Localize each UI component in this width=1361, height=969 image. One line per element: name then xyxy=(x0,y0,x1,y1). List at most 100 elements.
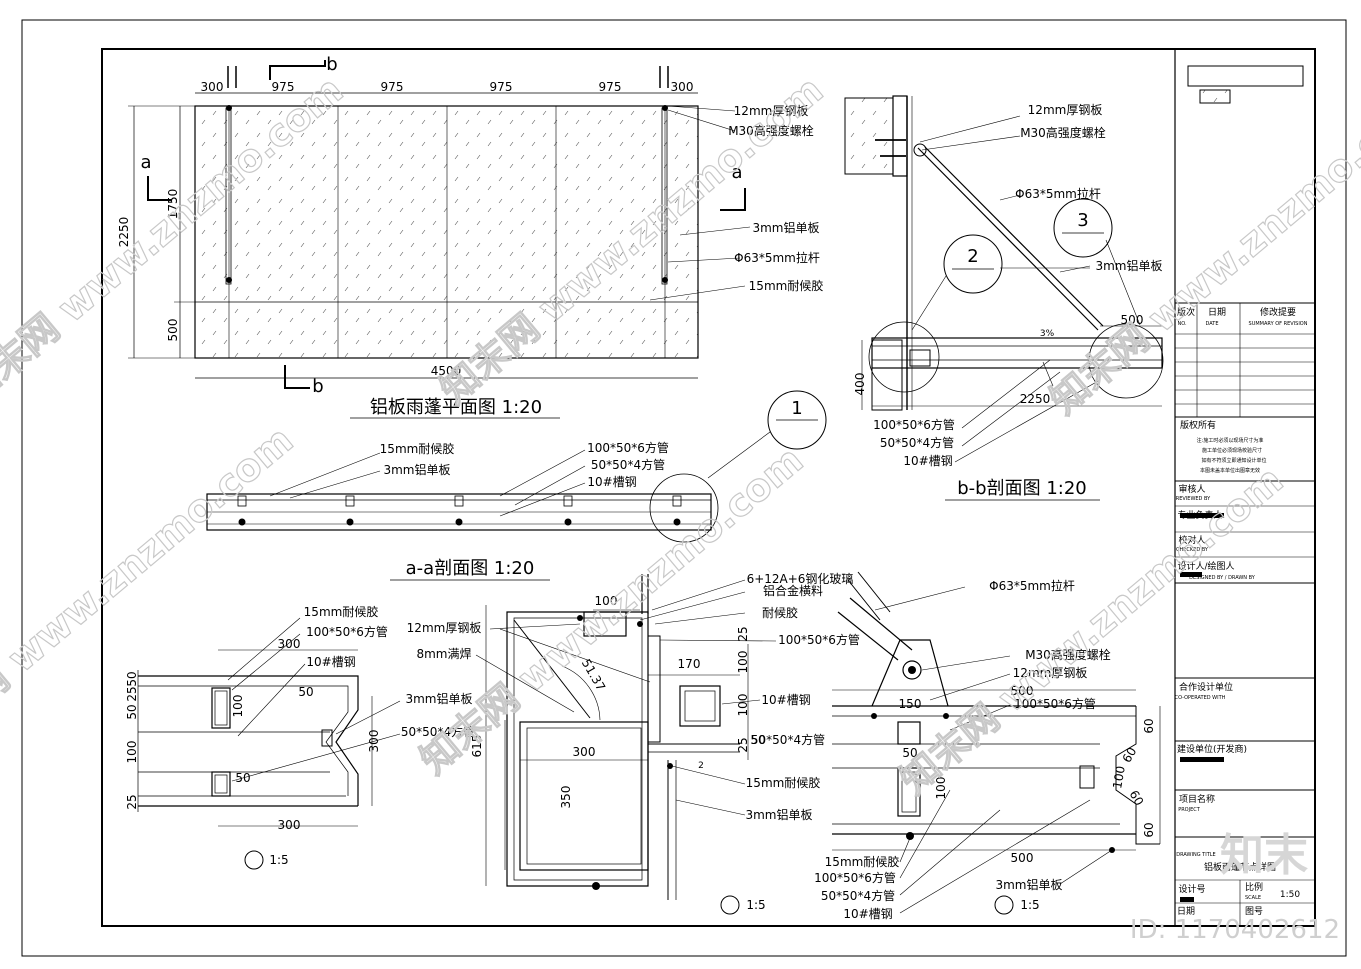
tb-note-1: 注:施工时必须以现场尺寸为准 xyxy=(1197,437,1264,444)
section-aa-title: a-a剖面图 1:20 xyxy=(406,558,535,579)
d1-dim-100: 100 xyxy=(125,741,139,764)
d2-dim-2: 2 xyxy=(698,761,704,771)
d2-dim-615: 615 xyxy=(470,735,484,758)
d3-dim-60a: 60 xyxy=(1142,718,1156,733)
tb-reviewed-en: REVIEWED BY xyxy=(1176,496,1211,502)
d3-label-sealant: 15mm耐候胶 xyxy=(825,854,900,869)
tb-drawing-no: 图号 xyxy=(1245,906,1263,917)
legend-box xyxy=(1187,65,1304,87)
tb-drawing-name: 铝板雨蓬节点详图 xyxy=(1204,861,1276,873)
section-mark-b-top: b xyxy=(326,54,337,75)
d2-scale: 1:5 xyxy=(746,898,765,912)
d2-label-glass: 6+12A+6钢化玻璃 xyxy=(747,572,854,586)
d2-dim-25b: 25 xyxy=(736,737,750,752)
d1-dim-25a: 25 xyxy=(125,686,139,701)
tb-rev-no-en: NO. xyxy=(1177,321,1186,327)
d1-dim-top-300: 300 xyxy=(278,637,301,651)
title-block xyxy=(1174,48,1316,927)
d3-dim-150: 150 xyxy=(899,697,922,711)
tb-date: 日期 xyxy=(1177,906,1195,917)
d2-dim-100b: 100 xyxy=(736,694,750,717)
tb-scale-label: 比例 xyxy=(1245,881,1263,893)
d3-label-square-tube-100b: 100*50*6方管 xyxy=(814,870,896,885)
d1-label-square-tube-100: 100*50*6方管 xyxy=(306,624,388,639)
tb-checked-en: CHECKED BY xyxy=(1176,547,1209,553)
tb-designer-en: DESIGNED BY / DRAWN BY xyxy=(1189,575,1256,581)
aa-label-sealant: 15mm耐候胶 xyxy=(380,441,455,456)
plan-dim-left-total: 2250 xyxy=(117,217,131,248)
d3-dim-60d: 60 xyxy=(1142,822,1156,837)
d2-dim-100: 100 xyxy=(595,594,618,608)
bb-detail-mark-2: 2 xyxy=(967,246,978,267)
d3-label-tie-rod: Φ63*5mm拉杆 xyxy=(989,578,1075,593)
tb-project-en: PROJECT xyxy=(1178,807,1201,813)
d2-dim-25: 25 xyxy=(736,626,750,641)
d3-label-square-tube-100: 100*50*6方管 xyxy=(1014,696,1096,711)
tb-drawing-name-en: DRAWING TITLE xyxy=(1176,852,1215,858)
aa-label-square-tube-50: 50*50*4方管 xyxy=(591,457,665,472)
bb-dim-2250: 2250 xyxy=(1020,392,1051,406)
d1-dim-50: 50 xyxy=(125,671,139,686)
d3-scale: 1:5 xyxy=(1020,898,1039,912)
outer-frame xyxy=(21,19,1347,957)
tb-note-2: 施工单位必须现场校验尺寸 xyxy=(1202,447,1262,454)
d1-label-sealant: 15mm耐候胶 xyxy=(304,604,379,619)
plan-label-tie-rod: Φ63*5mm拉杆 xyxy=(734,250,820,265)
plan-label-sealant: 15mm耐候胶 xyxy=(749,278,824,293)
tb-reviewed: 审核人 xyxy=(1178,483,1205,495)
d3-label-steel-plate: 12mm厚钢板 xyxy=(1013,666,1088,680)
d3-dim-top-500: 500 xyxy=(1011,684,1034,698)
d2-dim-100a: 100 xyxy=(736,651,750,674)
detail-3-label-circle xyxy=(994,895,1014,915)
detail-bubble-3 xyxy=(1053,198,1113,258)
tb-note-3: 如有不符须立即通知设计单位 xyxy=(1201,457,1266,464)
section-mark-a-left: a xyxy=(140,152,151,173)
d2-label-mullion: 铝合金横料 xyxy=(763,583,823,598)
plan-view xyxy=(128,60,751,419)
bb-label-bolt: M30高强度螺栓 xyxy=(1020,125,1106,140)
bb-dim-slope: 3% xyxy=(1040,329,1055,339)
d2-label-sealant: 耐候胶 xyxy=(762,605,798,620)
plan-dim-top-2: 975 xyxy=(272,80,295,94)
detail-bubble-2 xyxy=(943,234,1003,294)
d1-dim-25b: 25 xyxy=(125,794,139,809)
tb-scale-en: SCALE xyxy=(1245,895,1261,901)
plan-dim-left-2: 500 xyxy=(166,319,180,342)
tb-rev-summary: 修改提要 xyxy=(1260,306,1296,318)
tb-rev-summary-en: SUMMARY OF REVISION xyxy=(1249,321,1308,327)
d3-label-square-tube-50: 50*50*4方管 xyxy=(821,888,895,903)
tb-rev-date-en: DATE xyxy=(1205,321,1218,327)
d1-label-square-tube-50: 50*50*4方管 xyxy=(401,724,475,739)
plan-dim-top-5: 975 xyxy=(599,80,622,94)
d1-scale: 1:5 xyxy=(269,853,288,867)
detail-circle-1 xyxy=(649,473,719,543)
tb-cooperation-en: CO-OPERATED WITH xyxy=(1175,695,1226,701)
d2-label-aluminum-panel: 3mm铝单板 xyxy=(745,807,812,822)
d3-dim-bottom-500: 500 xyxy=(1011,851,1034,865)
tb-designer: 设计人/绘图人 xyxy=(1177,560,1234,572)
tb-rev-date: 日期 xyxy=(1208,307,1226,318)
section-mark-a-right: a xyxy=(731,162,742,183)
d2-label-channel-steel: 10#槽钢 xyxy=(761,693,810,707)
d1-label-channel-steel: 10#槽钢 xyxy=(306,655,355,669)
section-mark-b-bottom: b xyxy=(312,376,323,397)
tb-design-no: 设计号 xyxy=(1178,883,1205,895)
detail-3 xyxy=(832,571,1161,915)
d2-label-steel-plate: 12mm厚钢板 xyxy=(407,621,482,635)
bb-dim-500: 500 xyxy=(1121,313,1144,327)
d2-label-weld: 8mm满焊 xyxy=(416,646,471,661)
wall-block xyxy=(844,97,894,175)
tb-leader: 专业负责人 xyxy=(1177,509,1222,521)
plan-dim-left-1: 1750 xyxy=(166,189,180,220)
plan-dim-top-4: 975 xyxy=(490,80,513,94)
d1-dim-right-300: 300 xyxy=(367,730,381,753)
aa-label-channel-steel: 10#槽钢 xyxy=(587,475,636,489)
plan-label-bolt: M30高强度螺栓 xyxy=(728,123,814,138)
bb-label-square-tube-50: 50*50*4方管 xyxy=(880,435,954,450)
plan-dim-top-3: 975 xyxy=(381,80,404,94)
d3-dim-100: 100 xyxy=(934,777,948,800)
d3-label-bolt: M30高强度螺栓 xyxy=(1025,647,1111,662)
plan-title: 铝板雨蓬平面图 1:20 xyxy=(370,397,542,418)
